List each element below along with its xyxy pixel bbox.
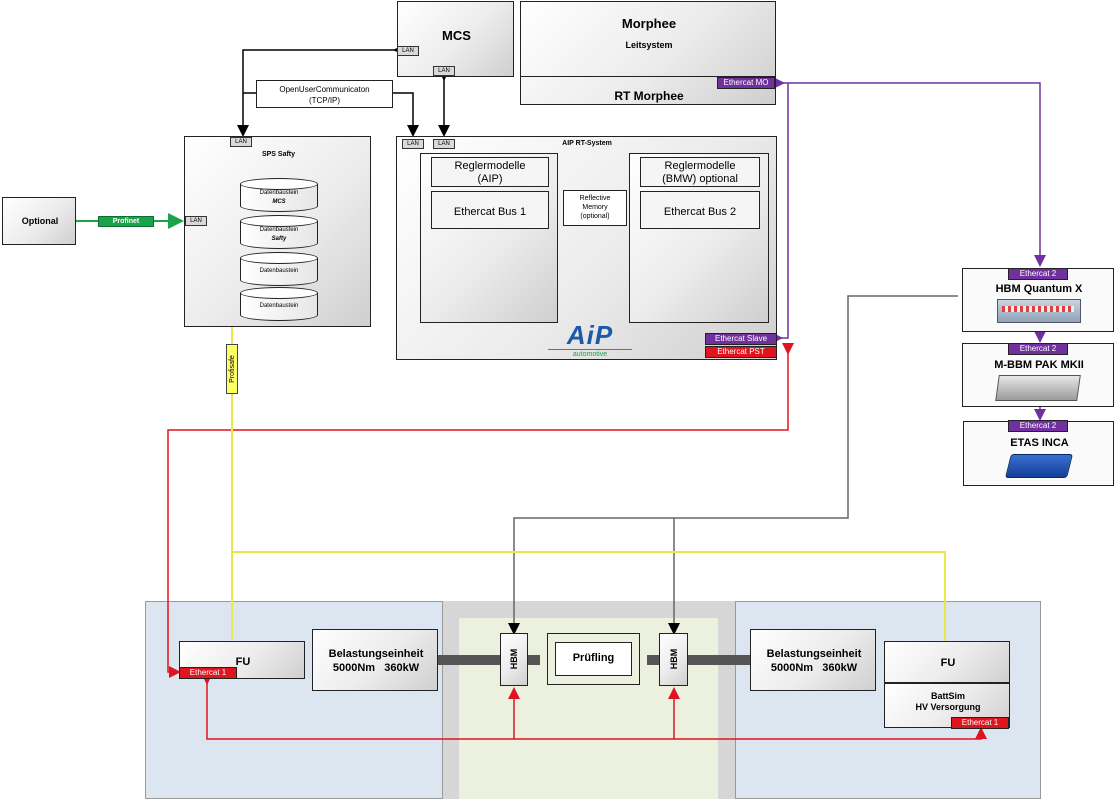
reglermodelle-aip: Reglermodelle (AIP)	[431, 157, 549, 187]
hbm-right-label: HBM	[669, 648, 679, 670]
hbm-quantum-title: HBM Quantum X	[995, 283, 1083, 295]
datenbaustein-4: Datenbaustein	[240, 287, 318, 321]
ethercat-slave-tag: Ethercat Slave	[705, 333, 777, 345]
load-left-label: Belastungseinheit 5000Nm 360kW	[328, 648, 424, 674]
battsim-label: BattSim HV Versorgung	[915, 691, 981, 712]
sps-title: SPS Safty	[261, 151, 296, 158]
reglermodelle-aip-label: Reglermodelle (AIP)	[454, 160, 526, 185]
ethercat-pst-tag: Ethercat PST	[705, 346, 777, 358]
fu-left-label: FU	[235, 656, 251, 668]
aip-lan-port-2: LAN	[433, 139, 455, 149]
fu-right-label: FU	[940, 657, 956, 669]
ethercat-bus-2-label: Ethercat Bus 2	[663, 206, 737, 218]
morphee-subtitle: Leitsystem	[625, 40, 673, 50]
hbm-quantum-ethercat-tag: Ethercat 2	[1008, 268, 1068, 280]
aip-lan-port-1: LAN	[402, 139, 424, 149]
reflective-memory-box: Reflective Memory (optional)	[563, 190, 627, 226]
morphee-divider	[521, 76, 775, 77]
ethercat-bus-1: Ethercat Bus 1	[431, 191, 549, 229]
pruefling-inner: Prüfling	[555, 642, 632, 676]
hbm-quantum-box: HBM Quantum X	[962, 268, 1114, 332]
etas-inca-title: ETAS INCA	[1010, 437, 1069, 449]
mcs-lan-port-bottom: LAN	[433, 66, 455, 76]
mbbm-ethercat-tag: Ethercat 2	[1008, 343, 1068, 355]
fu-right-box: FU	[884, 641, 1010, 683]
db2-sub: Safty	[271, 236, 287, 242]
db3-label: Datenbaustein	[259, 268, 299, 274]
reflective-memory-label: Reflective Memory (optional)	[579, 195, 611, 220]
hbm-sensor-right: HBM	[659, 633, 688, 686]
mbbm-device-image	[995, 375, 1081, 401]
datenbaustein-mcs: Datenbaustein MCS	[240, 178, 318, 212]
hbm-quantum-device-image	[997, 299, 1081, 323]
reglermodelle-bmw: Reglermodelle (BMW) optional	[640, 157, 760, 187]
ethercat-1-left-tag: Ethercat 1	[179, 667, 237, 679]
profisafe-tag: Profisafe	[226, 344, 238, 394]
db1-sub: MCS	[272, 199, 286, 205]
aip-logo-text: AiP	[566, 320, 614, 350]
aip-title: AIP RT-System	[562, 140, 612, 147]
ethercat-1-right-tag: Ethercat 1	[951, 717, 1009, 729]
etas-ethercat-tag: Ethercat 2	[1008, 420, 1068, 432]
mcs-lan-port-left: LAN	[397, 46, 419, 56]
hbm-sensor-left: HBM	[500, 633, 528, 686]
rt-morphee-label: RT Morphee	[614, 89, 684, 103]
ethercat-bus-1-label: Ethercat Bus 1	[453, 206, 527, 218]
optional-label: Optional	[21, 216, 59, 226]
db2-label: Datenbaustein	[259, 227, 299, 233]
profisafe-label: Profisafe	[229, 355, 236, 383]
morphee-title: Morphee	[621, 16, 677, 31]
datenbaustein-safty: Datenbaustein Safty	[240, 215, 318, 249]
open-user-communication-label: OpenUserCommunicaton (TCP/IP)	[256, 80, 393, 108]
pruefling-label: Prüfling	[572, 652, 615, 664]
profinet-tag: Profinet	[98, 216, 154, 227]
opencomm-line2: (TCP/IP)	[308, 96, 341, 105]
pruefling-box: Prüfling	[547, 633, 640, 685]
aip-logo-sub: automotive	[572, 351, 608, 358]
aip-logo-line	[548, 349, 632, 350]
mcs-box: MCS	[397, 1, 514, 77]
morphee-box: Morphee Leitsystem RT Morphee	[520, 1, 776, 105]
sps-lan-port-side: LAN	[185, 216, 207, 226]
optional-box: Optional	[2, 197, 76, 245]
ethercat-bus-2: Ethercat Bus 2	[640, 191, 760, 229]
opencomm-line1: OpenUserCommunicaton	[279, 85, 370, 94]
hbm-left-label: HBM	[509, 648, 519, 670]
datenbaustein-3: Datenbaustein	[240, 252, 318, 286]
sps-lan-port-top: LAN	[230, 137, 252, 147]
load-right-label: Belastungseinheit 5000Nm 360kW	[766, 648, 862, 674]
mbbm-title: M-BBM PAK MKII	[994, 359, 1084, 371]
ethercat-mo-tag: Ethercat MO	[717, 77, 775, 89]
reglermodelle-bmw-label: Reglermodelle (BMW) optional	[662, 160, 738, 185]
etas-device-image	[1005, 454, 1073, 478]
load-unit-right: Belastungseinheit 5000Nm 360kW	[750, 629, 876, 691]
aip-logo: AiP automotive	[548, 322, 632, 358]
load-unit-left: Belastungseinheit 5000Nm 360kW	[312, 629, 438, 691]
mcs-title: MCS	[442, 28, 471, 43]
db4-label: Datenbaustein	[259, 303, 299, 309]
db1-label: Datenbaustein	[259, 190, 299, 196]
